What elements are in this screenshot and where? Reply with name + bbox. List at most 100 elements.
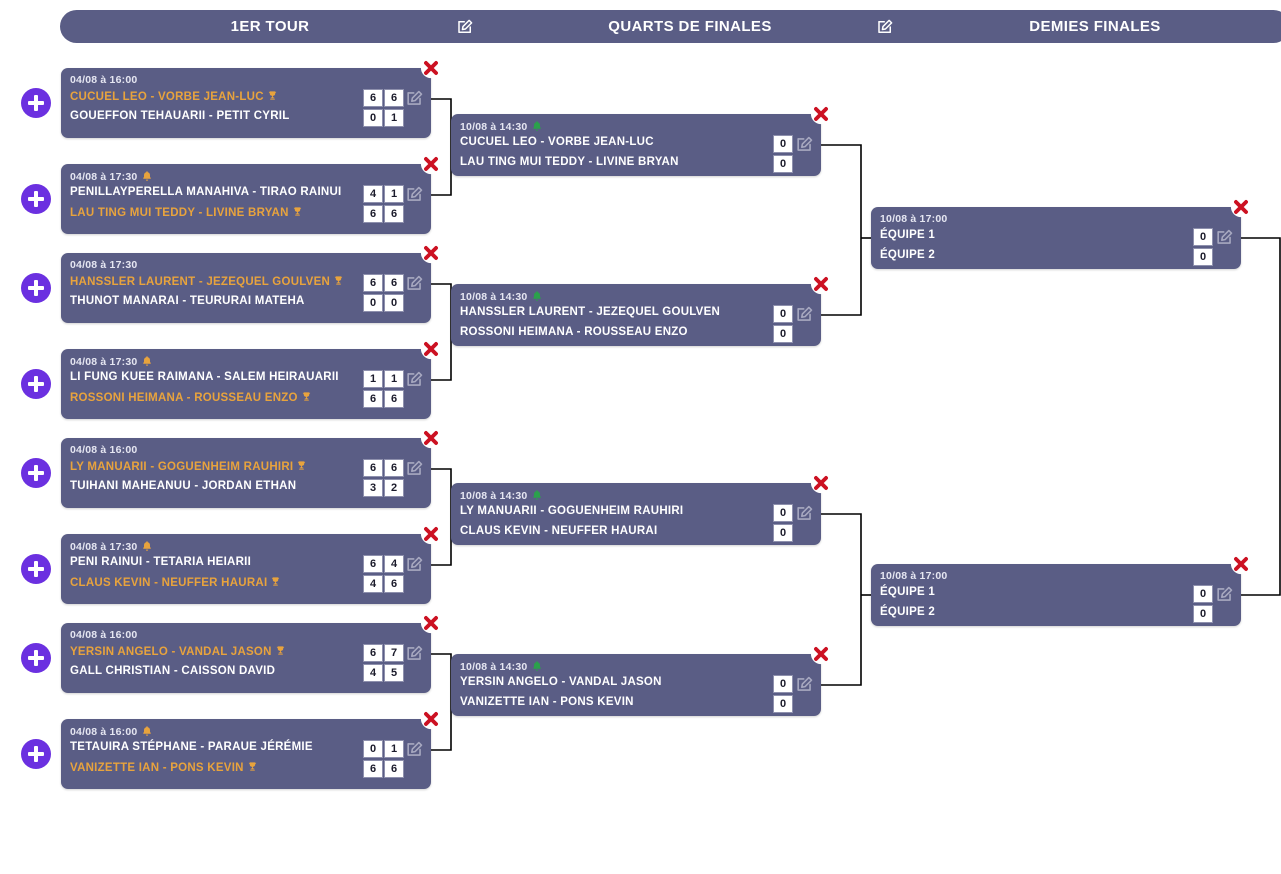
match-score-team2-set1[interactable]: 0 — [773, 155, 793, 173]
bell-icon[interactable] — [141, 170, 153, 185]
match-score-team2-set1[interactable]: 0 — [773, 325, 793, 343]
match-delete-icon[interactable] — [420, 523, 442, 545]
match-delete-icon[interactable] — [1230, 196, 1252, 218]
match-score-team1-set1[interactable]: 0 — [773, 305, 793, 323]
match-delete-icon[interactable] — [810, 103, 832, 125]
match-score-team2-set1[interactable]: 6 — [363, 205, 383, 223]
match-edit-icon[interactable] — [405, 740, 424, 759]
match-delete-icon[interactable] — [1230, 553, 1252, 575]
match-score-team2-set1[interactable]: 4 — [363, 664, 383, 682]
match-score-team2-set1[interactable]: 0 — [773, 524, 793, 542]
match-delete-icon[interactable] — [810, 472, 832, 494]
match-score-team2-set2[interactable]: 6 — [384, 575, 404, 593]
match-edit-icon[interactable] — [795, 675, 814, 694]
match-delete-icon[interactable] — [420, 153, 442, 175]
bell-icon[interactable] — [531, 120, 543, 135]
add-match-button[interactable] — [21, 643, 51, 673]
match-score-team1-set1[interactable]: 6 — [363, 555, 383, 573]
match-score-team1-set2[interactable]: 7 — [384, 644, 404, 662]
match-score-team2-set1[interactable]: 4 — [363, 575, 383, 593]
match-edit-icon[interactable] — [405, 185, 424, 204]
match-score-team1-set1[interactable]: 6 — [363, 644, 383, 662]
match-score-team1-set2[interactable]: 4 — [384, 555, 404, 573]
match-score-team1-set2[interactable]: 6 — [384, 459, 404, 477]
match-delete-icon[interactable] — [420, 708, 442, 730]
add-match-button[interactable] — [21, 273, 51, 303]
match-score-team2-set1[interactable]: 0 — [773, 695, 793, 713]
match-score-team1-set1[interactable]: 0 — [773, 675, 793, 693]
match-delete-icon[interactable] — [810, 643, 832, 665]
match-delete-icon[interactable] — [420, 338, 442, 360]
match-edit-icon[interactable] — [405, 644, 424, 663]
match-edit-icon[interactable] — [795, 305, 814, 324]
match-score-team1-set1[interactable]: 6 — [363, 274, 383, 292]
match-delete-icon[interactable] — [420, 57, 442, 79]
match-score-team1-set1[interactable]: 6 — [363, 89, 383, 107]
match-score-team2-set1[interactable]: 6 — [363, 390, 383, 408]
match-edit-icon[interactable] — [795, 135, 814, 154]
match-delete-icon[interactable] — [420, 612, 442, 634]
bell-icon[interactable] — [141, 355, 153, 370]
match-delete-icon[interactable] — [420, 242, 442, 264]
match-score-team1-set2[interactable]: 1 — [384, 370, 404, 388]
match-score-team1-set1[interactable]: 0 — [1193, 228, 1213, 246]
match-score-team2-set1[interactable]: 0 — [1193, 248, 1213, 266]
match-score-team1-set1[interactable]: 0 — [1193, 585, 1213, 603]
bell-icon[interactable] — [141, 725, 153, 740]
match-edit-icon[interactable] — [405, 459, 424, 478]
match-score-team2-set1[interactable]: 0 — [1193, 605, 1213, 623]
match-edit-icon[interactable] — [1215, 228, 1234, 247]
round-header-edit-icon-1[interactable] — [456, 18, 474, 36]
round-header-edit-icon-2[interactable] — [876, 18, 894, 36]
add-match-button[interactable] — [21, 88, 51, 118]
match-score-team1-set1[interactable]: 0 — [773, 504, 793, 522]
match-score-team2-set1[interactable]: 3 — [363, 479, 383, 497]
bell-icon[interactable] — [531, 660, 543, 675]
match-score-team2-set2[interactable]: 1 — [384, 109, 404, 127]
match-delete-icon[interactable] — [810, 273, 832, 295]
bell-icon[interactable] — [531, 290, 543, 305]
match-score-team1-set1[interactable]: 0 — [363, 740, 383, 758]
add-match-button[interactable] — [21, 739, 51, 769]
match-score-team2-set1[interactable]: 6 — [363, 760, 383, 778]
add-match-button[interactable] — [21, 184, 51, 214]
match-score-team2-set1[interactable]: 0 — [363, 109, 383, 127]
match-edit-icon[interactable] — [405, 274, 424, 293]
match-edit-icon[interactable] — [405, 89, 424, 108]
match-edit-icon[interactable] — [405, 555, 424, 574]
match-score-team2-set1[interactable]: 0 — [363, 294, 383, 312]
match-edit-icon[interactable] — [1215, 585, 1234, 604]
bell-icon[interactable] — [141, 540, 153, 555]
add-match-button[interactable] — [21, 554, 51, 584]
match-score-team1-set1[interactable]: 4 — [363, 185, 383, 203]
match-score-team1-set1[interactable]: 0 — [773, 135, 793, 153]
match-score-team1-set1[interactable]: 6 — [363, 459, 383, 477]
match-delete-icon[interactable] — [420, 427, 442, 449]
bell-icon[interactable] — [531, 489, 543, 504]
match-score-team1-set2[interactable]: 6 — [384, 89, 404, 107]
match-score-team2-set2[interactable]: 2 — [384, 479, 404, 497]
add-match-button[interactable] — [21, 369, 51, 399]
match-score-team2-set2[interactable]: 0 — [384, 294, 404, 312]
match-score-team1-set2[interactable]: 1 — [384, 185, 404, 203]
match-score-team2-set2[interactable]: 6 — [384, 390, 404, 408]
match-score-team2-set2[interactable]: 6 — [384, 205, 404, 223]
match-score-team1-set2[interactable]: 6 — [384, 274, 404, 292]
match-edit-icon[interactable] — [795, 504, 814, 523]
match-score-team2-set2[interactable]: 6 — [384, 760, 404, 778]
match-score-team1-set2[interactable]: 1 — [384, 740, 404, 758]
